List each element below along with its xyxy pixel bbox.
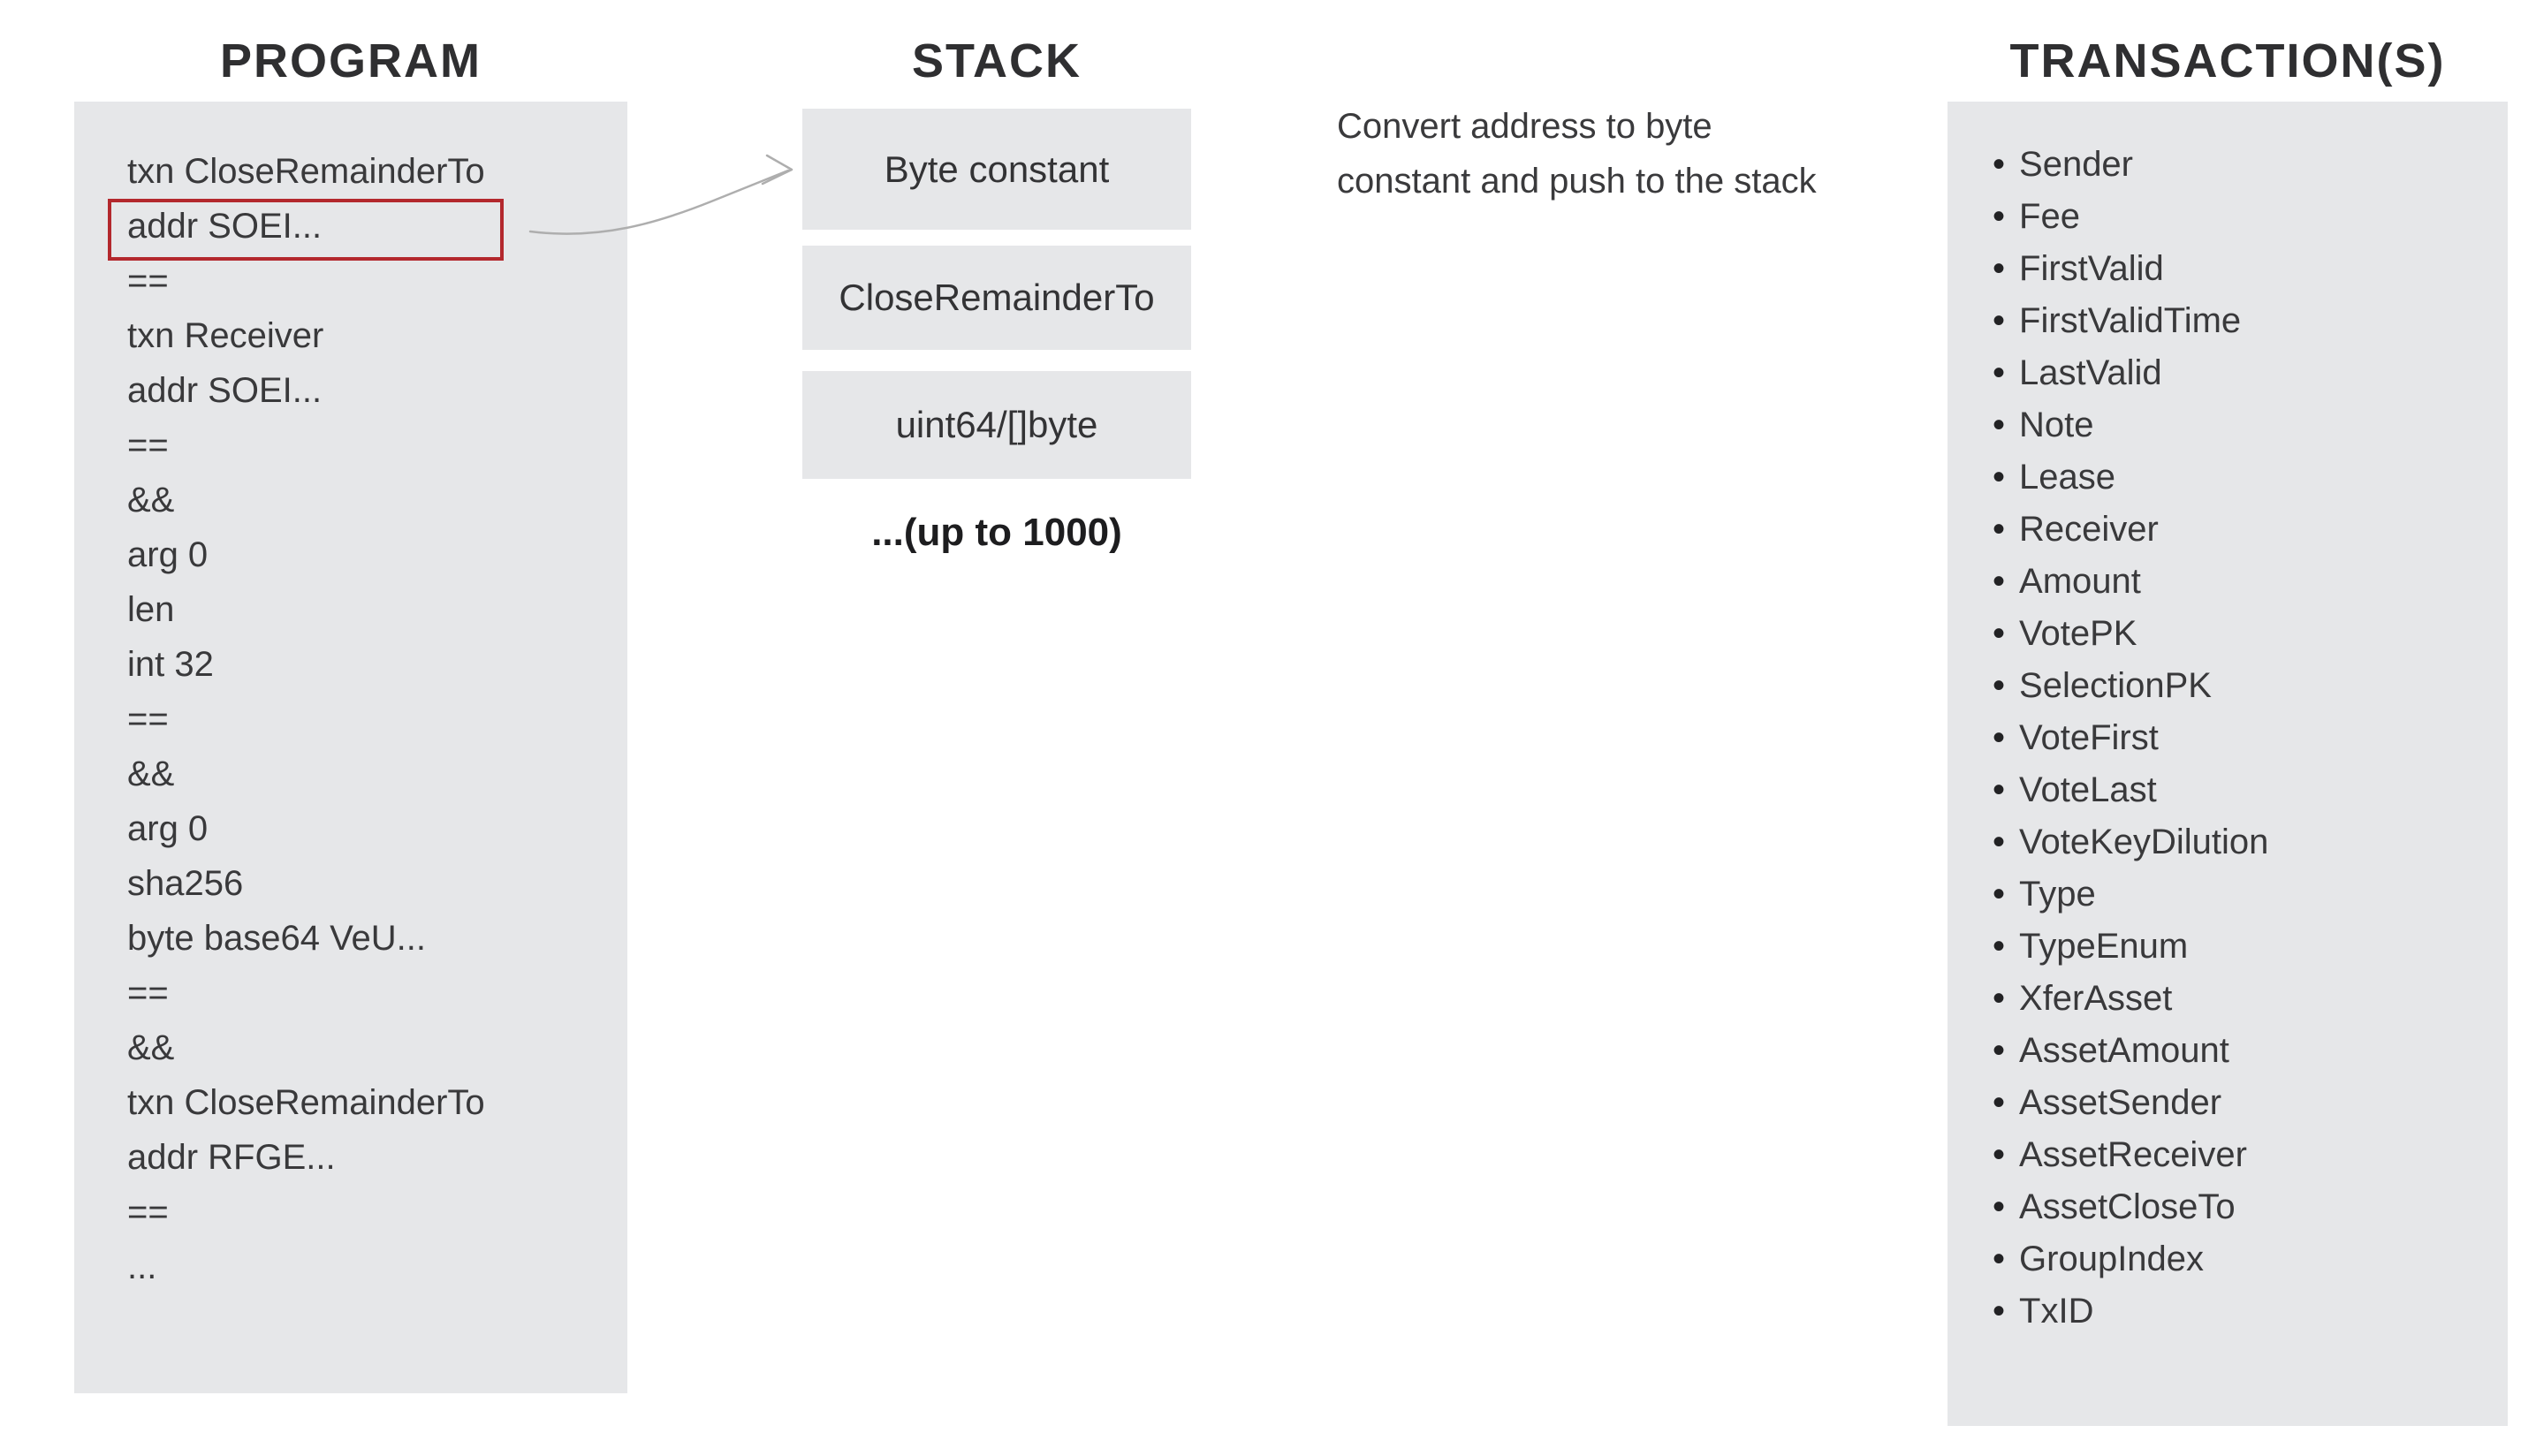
transaction-field: Lease <box>1948 451 2508 504</box>
transaction-field: TypeEnum <box>1948 921 2508 973</box>
transaction-field: FirstValid <box>1948 243 2508 295</box>
program-line: && <box>127 755 175 793</box>
stack-title: STACK <box>912 34 1082 87</box>
program-line: == <box>127 426 169 465</box>
program-line: sha256 <box>127 864 244 903</box>
program-line: byte base64 VeU... <box>127 919 427 958</box>
transaction-field: AssetAmount <box>1948 1025 2508 1077</box>
program-line: && <box>127 481 175 519</box>
program-line: addr RFGE... <box>127 1138 336 1177</box>
program-line: arg 0 <box>127 809 209 848</box>
arrow-head-icon <box>761 154 793 186</box>
transaction-field: VoteKeyDilution <box>1948 816 2508 868</box>
program-line: txn Receiver <box>127 316 324 355</box>
stack-item-byte-constant: Byte constant <box>802 109 1191 230</box>
transaction-field: AssetCloseTo <box>1948 1181 2508 1233</box>
transaction-field: AssetReceiver <box>1948 1129 2508 1181</box>
transaction-field: Fee <box>1948 191 2508 243</box>
transactions-panel: Sender Fee FirstValid FirstValidTime Las… <box>1948 102 2508 1426</box>
stack-item-uint64-byte: uint64/[]byte <box>802 371 1191 479</box>
transaction-field: Receiver <box>1948 504 2508 556</box>
program-title: PROGRAM <box>220 34 482 87</box>
program-line: int 32 <box>127 645 214 684</box>
transaction-field: LastValid <box>1948 347 2508 399</box>
transaction-field: Amount <box>1948 556 2508 608</box>
transaction-field: XferAsset <box>1948 973 2508 1025</box>
program-line: addr SOEI... <box>127 371 323 410</box>
transaction-field: SelectionPK <box>1948 660 2508 712</box>
stack-item-closeremainderto: CloseRemainderTo <box>802 246 1191 350</box>
flow-arrow <box>528 154 793 235</box>
transaction-field: FirstValidTime <box>1948 295 2508 347</box>
program-line: txn CloseRemainderTo <box>127 152 485 191</box>
stack-overflow-note: ...(up to 1000) <box>871 511 1122 554</box>
program-lines: txn CloseRemainderTo addr SOEI... == txn… <box>74 102 627 1294</box>
program-line: == <box>127 1193 169 1232</box>
transaction-field: GroupIndex <box>1948 1233 2508 1285</box>
program-line: txn CloseRemainderTo <box>127 1083 485 1122</box>
program-line: && <box>127 1028 175 1067</box>
program-panel: txn CloseRemainderTo addr SOEI... == txn… <box>74 102 627 1393</box>
program-line: == <box>127 974 169 1012</box>
transaction-field: TxID <box>1948 1285 2508 1338</box>
transaction-field: Sender <box>1948 139 2508 191</box>
transactions-title: TRANSACTION(S) <box>2009 34 2446 87</box>
arrow-curve <box>528 169 790 235</box>
program-line: len <box>127 590 175 629</box>
transaction-fields: Sender Fee FirstValid FirstValidTime Las… <box>1948 102 2508 1338</box>
transaction-field: Note <box>1948 399 2508 451</box>
program-line: == <box>127 262 169 300</box>
annotation-text: Convert address to byte constant and pus… <box>1337 107 1817 201</box>
transaction-field: Type <box>1948 868 2508 921</box>
transaction-field: AssetSender <box>1948 1077 2508 1129</box>
transaction-field: VoteFirst <box>1948 712 2508 764</box>
program-line: addr SOEI... <box>74 199 627 261</box>
transaction-field: VotePK <box>1948 608 2508 660</box>
program-line: == <box>127 700 169 739</box>
transaction-field: VoteLast <box>1948 764 2508 816</box>
program-line: arg 0 <box>127 535 209 574</box>
program-line: ... <box>127 1247 157 1286</box>
